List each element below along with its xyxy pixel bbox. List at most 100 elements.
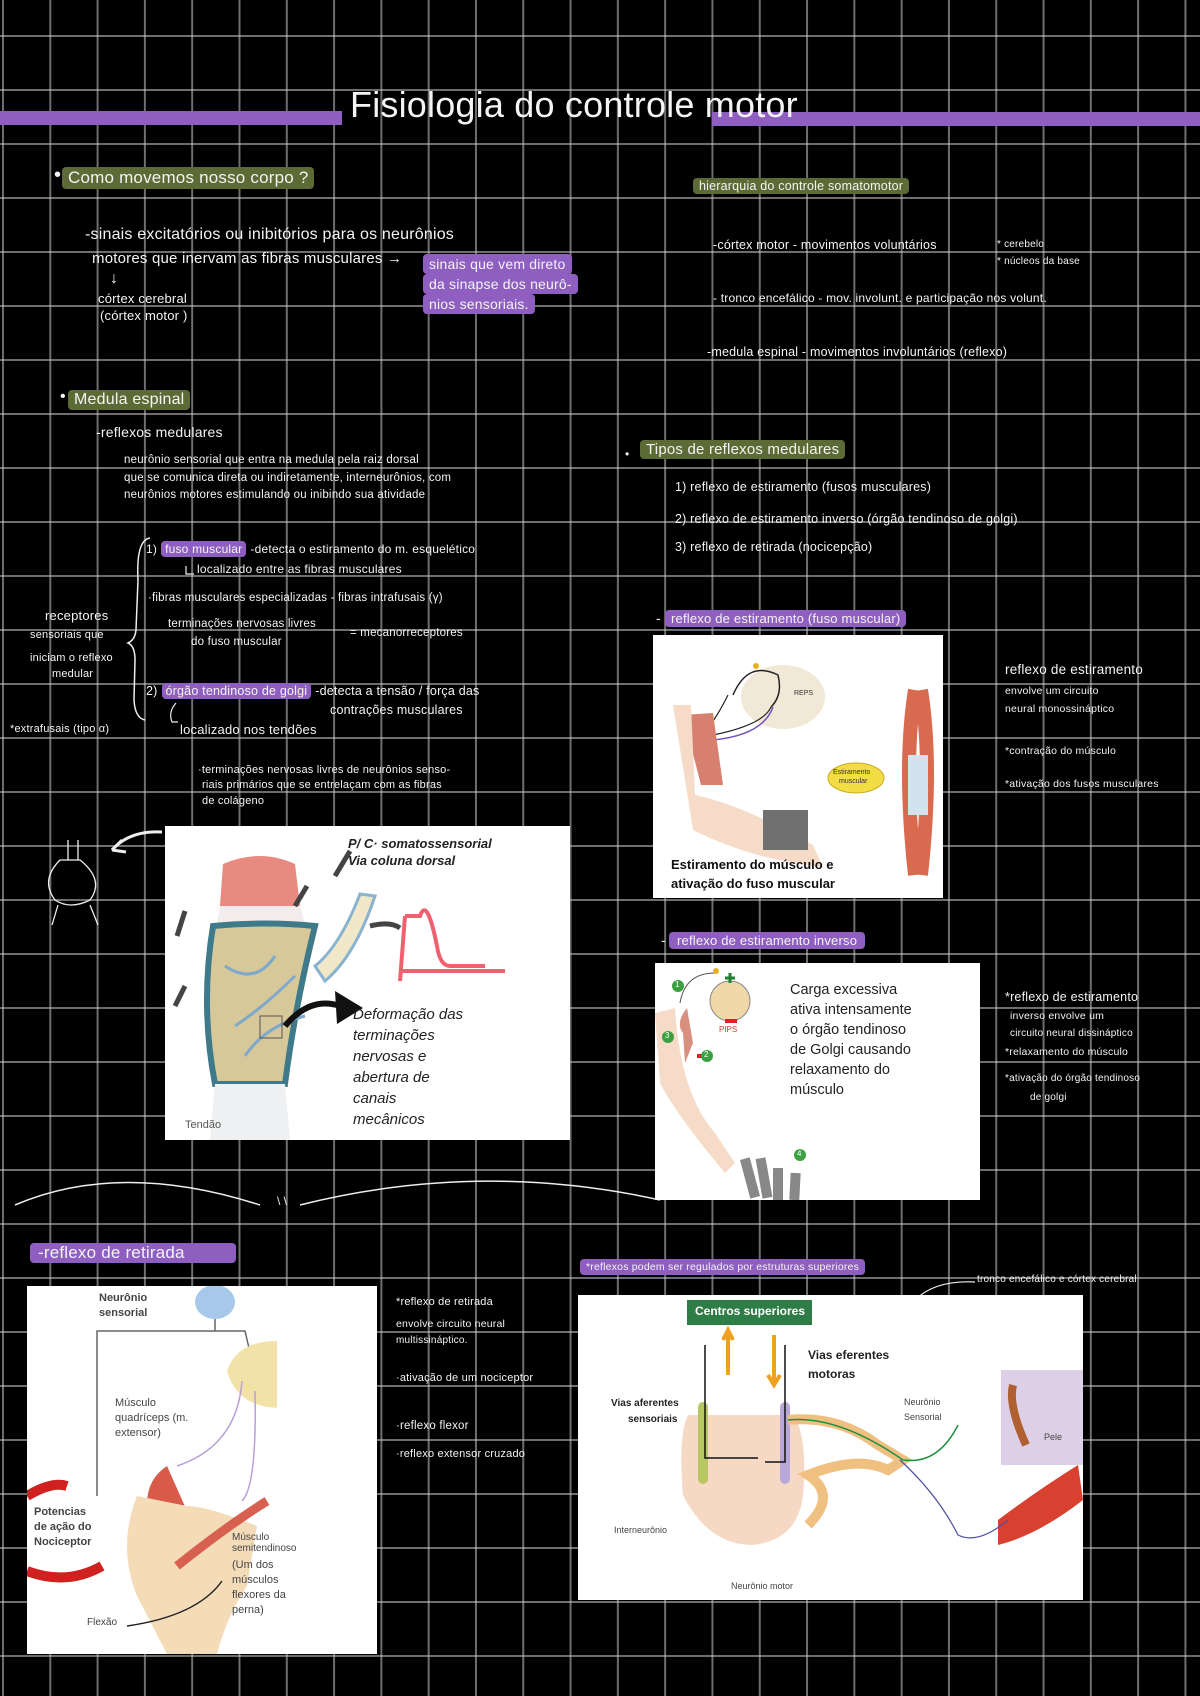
figure-text: Carga excessiva ativa intensamente o órg…: [790, 980, 912, 1100]
label-pips: PIPS: [719, 1025, 738, 1034]
label-quadriceps: extensor): [115, 1427, 161, 1439]
label-um-dos: perna): [232, 1604, 264, 1616]
note-retirada: *reflexo de retirada: [396, 1296, 493, 1308]
label-deformacao: mecânicos: [353, 1111, 425, 1128]
note-estiramento: neural monossináptico: [1005, 703, 1115, 715]
callout-line: nios sensoriais.: [423, 294, 535, 314]
side-label: receptores: [45, 608, 109, 623]
label-deformacao: nervosas e: [353, 1048, 427, 1065]
text-detecta-estiramento: -detecta o estiramento do m. esquelético: [250, 542, 476, 556]
note-retirada: ·ativação de um nociceptor: [396, 1372, 534, 1384]
tendon-illustration: [172, 849, 505, 1140]
label-um-dos: músculos: [232, 1574, 279, 1586]
label-quadriceps: Músculo: [115, 1397, 156, 1409]
note-inverso: inverso envolve um: [1010, 1010, 1105, 1022]
label-vias-aferentes: sensoriais: [628, 1414, 678, 1425]
side-label: medular: [52, 668, 94, 680]
note-inverso: *ativação do órgão tendinoso: [1005, 1073, 1141, 1084]
title-bar-left: [0, 111, 342, 125]
text-localizado-fibras: localizado entre as fibras musculares: [197, 562, 402, 576]
text-extrafusais: *extrafusais (tipo α): [10, 723, 110, 735]
item1-row: 1) fuso muscular -detecta o estiramento …: [146, 541, 475, 557]
heading-reflexo-retirada: -reflexo de retirada: [30, 1243, 236, 1263]
item1-number: 1): [146, 542, 158, 556]
label-vias-eferentes: Vias eferentes: [808, 1348, 890, 1362]
list-item: 3) reflexo de retirada (nocicepção): [675, 540, 873, 554]
note-estiramento: *contração do músculo: [1005, 745, 1117, 757]
figure-text-line: ativa intensamente: [790, 1002, 912, 1018]
bullet: •: [54, 164, 62, 186]
label-neuronio-sensorial: Sensorial: [904, 1412, 942, 1422]
step-number: 4: [797, 1149, 802, 1158]
callout-sinais: sinais que vem direto da sinapse dos neu…: [423, 254, 578, 314]
label-flexao: Flexão: [87, 1617, 118, 1628]
label-deformacao: abertura de: [353, 1069, 430, 1086]
list-item: 2) reflexo de estiramento inverso (órgão…: [675, 512, 1018, 526]
text-fibras-especializadas: ·fibras musculares especializadas - fibr…: [148, 592, 443, 604]
label-potencias: de ação do: [34, 1521, 92, 1533]
note-inverso: circuito neural dissináptico: [1010, 1028, 1133, 1039]
figure-reflexo-inverso: 1 2 3 4 PIPS Carga excessiva ativa inten…: [655, 963, 980, 1200]
label-deformacao: canais: [353, 1090, 397, 1107]
heading-medula-espinal: Medula espinal: [68, 390, 191, 410]
text-cortex-motor: (córtex motor ): [100, 308, 188, 323]
text-medula-line: -medula espinal - movimentos involuntári…: [707, 345, 1008, 359]
side-label: sensoriais que: [30, 629, 104, 641]
page-title: Fisiologia do controle motor: [350, 84, 798, 125]
label-vias-aferentes: Vias aferentes: [611, 1398, 679, 1409]
text-line: -sinais excitatórios ou inibitórios para…: [85, 226, 455, 243]
text-line: motores que inervam as fibras musculares…: [92, 250, 403, 267]
text-cortex-cerebral: córtex cerebral: [98, 291, 187, 306]
label-semitendinoso: Músculo: [232, 1532, 270, 1543]
note-estiramento: reflexo de estiramento: [1005, 662, 1143, 677]
label-reps: REPS: [794, 690, 814, 697]
note-retirada: multissináptico.: [396, 1335, 468, 1346]
note-inverso: *reflexo de estiramento: [1005, 990, 1139, 1004]
item2-number: 2): [146, 684, 158, 698]
badge-estiramento: Estiramento: [833, 769, 871, 776]
text-cortex-motor-line: -córtex motor - movimentos voluntários: [713, 238, 937, 252]
figure-text-line: de Golgi causando: [790, 1042, 911, 1058]
step-number: 1: [675, 980, 680, 989]
text-contracoes: contrações musculares: [330, 703, 463, 717]
figure-orgao-tendinoso: P/ C· somatossensorial Via coluna dorsal…: [165, 826, 570, 1140]
note-retirada: ·reflexo extensor cruzado: [396, 1448, 526, 1460]
item2-row: 2) órgão tendinoso de golgi -detecta a t…: [146, 683, 479, 699]
arrow-down-icon: ↓: [110, 270, 119, 287]
note-estiramento: envolve um circuito: [1005, 685, 1099, 697]
note-retirada: ·reflexo flexor: [396, 1420, 469, 1432]
label-neuronio-motor: Neurônio motor: [731, 1581, 794, 1591]
svg-text:\ \: \ \: [277, 1194, 288, 1208]
label-centros-superiores: Centros superiores: [695, 1304, 806, 1318]
note-retirada: envolve circuito neural: [396, 1318, 506, 1330]
heading-tipos-reflexos: Tipos de reflexos medulares: [640, 440, 846, 459]
figure-text-line: relaxamento do: [790, 1062, 890, 1078]
inverse-stretch-illustration: [655, 968, 806, 1200]
text-detecta-tensao: -detecta a tensão / força das: [315, 684, 480, 698]
higher-centers-illustration: [681, 1300, 1083, 1545]
text-desc: neurônio sensorial que entra na medula p…: [124, 454, 419, 466]
label-interneuronio: Interneurônio: [614, 1525, 668, 1535]
label-neuronio-sensorial: sensorial: [99, 1307, 148, 1319]
label-deformacao: terminações: [353, 1027, 435, 1044]
label-tendao: Tendão: [185, 1119, 222, 1131]
callout-line: da sinapse dos neurô-: [423, 274, 578, 294]
text-terminacoes: terminações nervosas livres: [168, 618, 316, 630]
list-item: 1) reflexo de estiramento (fusos muscula…: [675, 480, 932, 494]
label-neuronio-sensorial: Neurônio: [99, 1292, 148, 1304]
bullet: •: [60, 388, 66, 405]
label-potencias: Nociceptor: [34, 1536, 92, 1548]
dash: -: [656, 610, 661, 626]
figure-text-line: o órgão tendinoso: [790, 1022, 907, 1038]
figure-reflexo-estiramento: REPS Estiramento muscular Estiramento do…: [653, 635, 943, 898]
label-via-coluna: Via coluna dorsal: [348, 853, 456, 868]
badge-estiramento: muscular: [839, 778, 868, 785]
text-term-desc: ·terminações nervosas livres de neurônio…: [198, 764, 451, 776]
heading-hierarquia: hierarquia do controle somatomotor: [693, 178, 910, 194]
note-inverso: *relaxamento do músculo: [1005, 1046, 1129, 1058]
label-somatossensorial: P/ C· somatossensorial: [348, 836, 492, 851]
text-desc: neurônios motores estimulando ou inibind…: [124, 489, 426, 501]
text-term-desc: de colágeno: [202, 795, 265, 807]
highlight-orgao-tendinoso: órgão tendinoso de golgi: [161, 683, 312, 699]
caption: Estiramento do músculo e: [671, 857, 834, 872]
